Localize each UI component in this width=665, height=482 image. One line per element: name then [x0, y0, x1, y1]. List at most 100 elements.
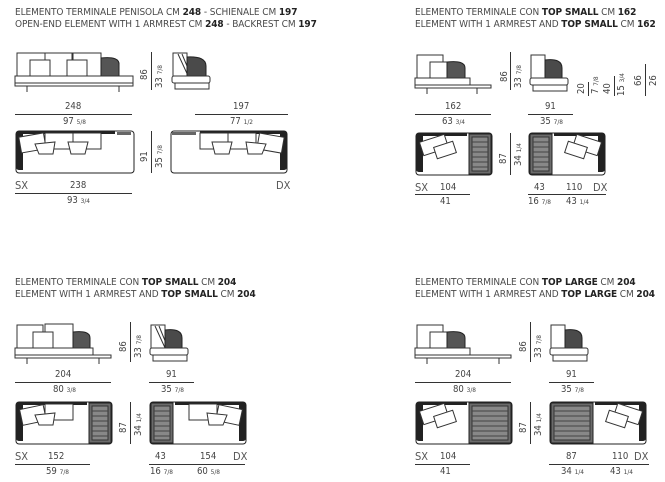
front-elevation-drawing: [414, 54, 492, 94]
plan-right-top-cm: 43: [155, 451, 166, 462]
depth-dim-line: [510, 133, 511, 175]
height-cm: 86: [499, 71, 510, 82]
plan-left-line: [15, 464, 90, 465]
height-cm: 86: [139, 69, 150, 80]
plan-right-drawing: [149, 401, 247, 445]
plan-left-side: SX: [15, 179, 29, 192]
plan-left-drawing: [15, 130, 135, 174]
side-width-cm: 91: [566, 369, 577, 380]
depth-cm: 87: [518, 422, 529, 433]
height-dim-line: [151, 52, 152, 90]
plan-right-drawing: [549, 401, 647, 445]
side-width-line: [149, 382, 194, 383]
plan-left-line: [15, 193, 132, 194]
plan-right-side: DX: [634, 450, 649, 463]
front-elevation-drawing: [14, 52, 134, 92]
plan-left-in: 41: [440, 196, 451, 207]
depth-in: 35 7/8: [154, 144, 165, 168]
title-en: ELEMENT WITH 1 ARMREST AND TOP SMALL CM …: [415, 19, 656, 30]
seat-dim-3-in: 26: [648, 75, 659, 86]
side-elevation-drawing: [171, 52, 211, 90]
plan-right-side: DX: [276, 179, 291, 192]
plan-right-side: DX: [233, 450, 248, 463]
front-width-cm: 162: [445, 101, 462, 112]
height-dim-line: [130, 322, 131, 362]
depth-in: 34 1/4: [133, 412, 144, 436]
depth-cm: 87: [498, 153, 509, 164]
seat-dim-line-2: [614, 76, 615, 96]
plan-right-line: [528, 194, 606, 195]
depth-dim-line: [530, 402, 531, 444]
plan-left-line: [415, 464, 470, 465]
seat-dim-line-3: [645, 64, 646, 96]
plan-right-drawing: [170, 130, 288, 174]
front-width-in: 63 3/4: [442, 116, 466, 127]
title-en: OPEN-END ELEMENT WITH 1 ARMREST CM 248 -…: [15, 19, 317, 30]
depth-dim-line: [130, 402, 131, 444]
side-width-in: 35 7/8: [540, 116, 564, 127]
plan-right-drawing: [528, 132, 606, 176]
plan-left-line: [415, 194, 470, 195]
plan-right-top-in: 16 7/8: [528, 196, 552, 207]
plan-right-top-in: 16 7/8: [150, 466, 174, 477]
front-width-in: 80 3/8: [53, 384, 77, 395]
height-in: 33 7/8: [133, 334, 144, 358]
side-width-in: 35 7/8: [161, 384, 185, 395]
side-elevation-drawing: [549, 324, 589, 362]
panel-top-small-204: ELEMENTO TERMINALE CON TOP SMALL CM 204 …: [0, 270, 330, 482]
plan-right-line: [149, 464, 245, 465]
plan-right-top-cm: 43: [534, 182, 545, 193]
side-width-cm: 91: [545, 101, 556, 112]
plan-right-top-in: 34 1/4: [561, 466, 585, 477]
side-width-cm: 91: [166, 369, 177, 380]
plan-right-line: [549, 464, 649, 465]
side-width-line: [195, 114, 288, 115]
title-it: ELEMENTO TERMINALE PENISOLA CM 248 - SCH…: [15, 7, 298, 18]
plan-right-in: 60 5/8: [197, 466, 221, 477]
title-it: ELEMENTO TERMINALE CON TOP SMALL CM 162: [415, 7, 637, 18]
plan-left-drawing: [415, 401, 513, 445]
plan-left-side: SX: [15, 450, 29, 463]
side-width-cm: 197: [233, 101, 250, 112]
side-width-in: 35 7/8: [561, 384, 585, 395]
front-width-in: 97 5/8: [63, 116, 87, 127]
front-width-line: [415, 114, 491, 115]
plan-right-in: 43 1/4: [566, 196, 590, 207]
seat-dim-line-1: [588, 82, 589, 96]
side-width-in: 77 1/2: [230, 116, 254, 127]
seat-dim-3-cm: 66: [633, 75, 644, 86]
seat-dim-1-in: 7 7/8: [590, 76, 601, 94]
front-width-line: [15, 114, 132, 115]
plan-left-drawing: [15, 401, 113, 445]
plan-right-cm: 154: [200, 451, 217, 462]
seat-dim-1-cm: 20: [576, 83, 587, 94]
title-en: ELEMENT WITH 1 ARMREST AND TOP LARGE CM …: [415, 289, 655, 300]
plan-right-cm: 110: [566, 182, 583, 193]
front-elevation-drawing: [414, 324, 512, 364]
front-width-line: [15, 382, 111, 383]
plan-left-in: 41: [440, 466, 451, 477]
plan-left-cm: 152: [48, 451, 65, 462]
side-elevation-drawing: [149, 324, 189, 362]
height-dim-line: [510, 52, 511, 90]
front-width-line: [415, 382, 511, 383]
plan-left-cm: 238: [70, 180, 87, 191]
depth-dim-line: [151, 131, 152, 173]
height-in: 33 7/8: [154, 64, 165, 88]
side-width-line: [549, 382, 594, 383]
plan-left-drawing: [415, 132, 493, 176]
plan-left-side: SX: [415, 181, 429, 194]
height-cm: 86: [118, 341, 129, 352]
front-width-cm: 204: [455, 369, 472, 380]
plan-left-cm: 104: [440, 182, 457, 193]
plan-right-cm: 110: [612, 451, 629, 462]
front-width-cm: 248: [65, 101, 82, 112]
side-elevation-drawing: [529, 54, 569, 92]
plan-right-in: 43 1/4: [610, 466, 634, 477]
front-width-cm: 204: [55, 369, 72, 380]
plan-right-top-cm: 87: [566, 451, 577, 462]
panel-top-small-162: ELEMENTO TERMINALE CON TOP SMALL CM 162 …: [400, 0, 665, 215]
side-width-line: [528, 114, 573, 115]
height-in: 33 7/8: [533, 334, 544, 358]
title-it: ELEMENTO TERMINALE CON TOP LARGE CM 204: [415, 277, 636, 288]
